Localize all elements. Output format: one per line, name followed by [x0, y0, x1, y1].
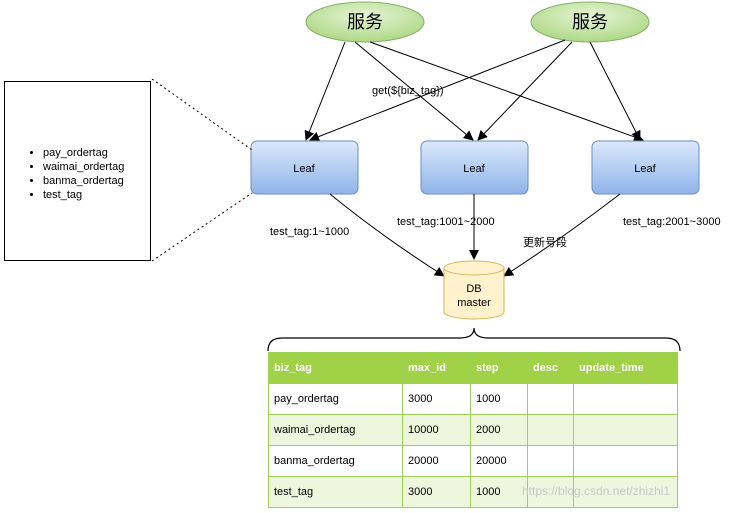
table-row: waimai_ordertag 10000 2000: [268, 414, 678, 446]
leaf-node-1: Leaf: [250, 140, 359, 195]
col-header-step: step: [470, 352, 528, 384]
leaf-node-2: Leaf: [420, 140, 529, 195]
cell-update-time: [573, 445, 678, 477]
edge-leaf3-db: [503, 193, 621, 277]
edge-svc2-leaf3: [589, 41, 641, 141]
leaf2-range-label: test_tag:1001~2000: [397, 216, 495, 228]
list-item: waimai_ordertag: [43, 160, 124, 174]
service-label: 服务: [572, 12, 608, 33]
table-row: test_tag 3000 1000: [268, 476, 678, 508]
edge-leaf1-db: [329, 193, 445, 277]
list-item: banma_ordertag: [43, 174, 124, 188]
cell-step: 2000: [470, 414, 528, 446]
watermark: https://blog.csdn.net/zhizhi1: [522, 484, 671, 498]
edge-svc1-leaf3: [369, 41, 644, 142]
service-leaf-edges: [304, 39, 644, 142]
cell-desc: [527, 476, 574, 508]
zoom-lines: [151, 78, 253, 262]
leaf3-range-label: test_tag:2001~3000: [623, 216, 721, 228]
edge-svc1-leaf2: [354, 41, 474, 141]
cell-max-id: 10000: [402, 414, 471, 446]
service-node-2: 服务: [530, 1, 650, 43]
leaf-label: Leaf: [634, 163, 656, 175]
db-master-cylinder: DB master: [443, 260, 505, 320]
leaf-label: Leaf: [463, 163, 485, 175]
edge-svc1-leaf1: [304, 41, 346, 141]
edge-svc2-leaf2: [477, 41, 573, 141]
cell-step: 20000: [470, 445, 528, 477]
cell-desc: [527, 445, 574, 477]
col-header-desc: desc: [527, 352, 574, 384]
edge-svc2-leaf1: [309, 39, 566, 142]
update-segment-label: 更新号段: [523, 235, 567, 249]
leaf-db-edges: [329, 193, 621, 277]
service-label: 服务: [347, 12, 383, 33]
cell-desc: [527, 383, 574, 415]
list-item: pay_ordertag: [43, 146, 124, 160]
zoom-line-top: [151, 78, 253, 151]
get-label: get(${biz_tag}): [372, 85, 444, 97]
leaf-label: Leaf: [293, 163, 315, 175]
col-header-update-time: update_time: [573, 352, 678, 384]
biz-tag-list-panel: pay_ordertag waimai_ordertag banma_order…: [4, 81, 151, 261]
table-header-row: biz_tag max_id step desc update_time: [268, 352, 678, 384]
cell-biz-tag: test_tag: [268, 476, 403, 508]
col-header-biz-tag: biz_tag: [268, 352, 403, 384]
db-label-line2: master: [457, 297, 491, 309]
cell-desc: [527, 414, 574, 446]
leaf-alloc-table: biz_tag max_id step desc update_time pay…: [268, 352, 678, 508]
leaf-node-3: Leaf: [591, 140, 700, 195]
leaf1-range-label: test_tag:1~1000: [270, 226, 349, 238]
table-row: pay_ordertag 3000 1000: [268, 383, 678, 415]
cell-biz-tag: pay_ordertag: [268, 383, 403, 415]
biz-tag-list: pay_ordertag waimai_ordertag banma_order…: [27, 146, 124, 202]
cell-update-time: [573, 383, 678, 415]
db-label-line1: DB: [466, 283, 481, 295]
zoom-line-bottom: [151, 192, 253, 262]
col-header-max-id: max_id: [402, 352, 471, 384]
service-node-1: 服务: [305, 1, 425, 43]
cell-update-time: [573, 476, 678, 508]
cell-max-id: 3000: [402, 476, 471, 508]
cell-step: 1000: [470, 476, 528, 508]
cell-max-id: 20000: [402, 445, 471, 477]
cell-update-time: [573, 414, 678, 446]
table-brace: [267, 327, 681, 352]
cell-biz-tag: banma_ordertag: [268, 445, 403, 477]
cell-max-id: 3000: [402, 383, 471, 415]
cell-biz-tag: waimai_ordertag: [268, 414, 403, 446]
list-item: test_tag: [43, 188, 124, 202]
table-row: banma_ordertag 20000 20000: [268, 445, 678, 477]
cell-step: 1000: [470, 383, 528, 415]
